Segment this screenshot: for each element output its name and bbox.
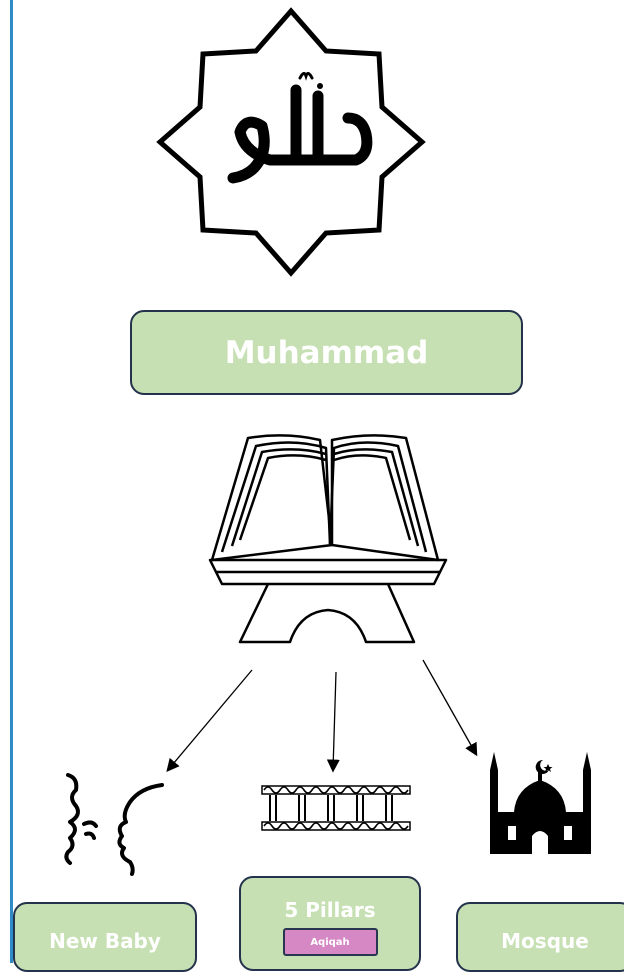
5-pillars-node: 5 Pillars Aqiqah bbox=[239, 876, 421, 971]
muhammad-node: Muhammad bbox=[130, 310, 523, 395]
new-baby-node: New Baby bbox=[13, 902, 197, 972]
arrow-to-new-baby bbox=[166, 669, 253, 772]
mosque-node: Mosque bbox=[456, 902, 624, 972]
muhammad-label: Muhammad bbox=[224, 334, 429, 371]
left-margin-rule bbox=[10, 0, 13, 963]
arrow-to-mosque bbox=[422, 659, 478, 757]
new-baby-label: New Baby bbox=[49, 929, 161, 953]
arrow-to-5-pillars bbox=[326, 671, 340, 773]
aqiqah-label: Aqiqah bbox=[310, 936, 350, 948]
5-pillars-label: 5 Pillars bbox=[284, 898, 376, 922]
mosque-label: Mosque bbox=[501, 929, 589, 953]
aqiqah-tag: Aqiqah bbox=[282, 928, 378, 956]
